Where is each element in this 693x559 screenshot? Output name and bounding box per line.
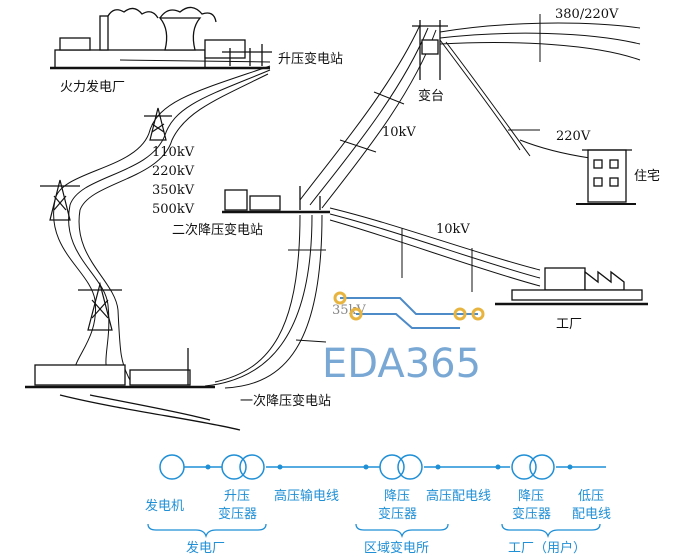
group-factory-label: 工厂（用户）: [508, 540, 586, 556]
voltage-380-220v: 380/220V: [555, 7, 619, 22]
voltage-220kv: 220kV: [152, 164, 195, 179]
flow-step-up-label-2: 变压器: [218, 506, 257, 522]
group-substation-label: 区域变电所: [364, 540, 429, 556]
factory-icon: [495, 267, 648, 306]
voltage-110kv: 110kV: [152, 145, 195, 160]
voltage-220v: 220V: [556, 129, 591, 144]
lines-35kv: [204, 214, 327, 389]
lattice-tower-1: [144, 107, 172, 141]
step-up-station-label: 升压变电站: [278, 51, 343, 67]
lattice-tower-3: [78, 281, 122, 331]
flow-step-up-label-1: 升压: [224, 489, 250, 504]
generator-symbol: [159, 454, 185, 480]
secondary-step-down-label: 二次降压变电站: [172, 222, 263, 238]
group-plant-label: 发电厂: [186, 540, 225, 556]
step-up-station-icon: [222, 44, 272, 66]
flow-hv-distribution-label: 高压配电线: [426, 488, 491, 504]
step-down-transformer-1-symbol: [379, 454, 423, 480]
flow-step-down-2-label-1: 降压: [518, 489, 544, 504]
lines-380-220v: [439, 14, 641, 159]
voltage-10kv-upper: 10kV: [382, 125, 416, 140]
residence-icon: [576, 149, 636, 205]
lines-10kv-mid: [329, 207, 541, 292]
voltage-10kv-mid: 10kV: [436, 222, 470, 237]
lines-10kv-upper: [299, 24, 437, 209]
lattice-tower-2: [40, 179, 80, 221]
factory-label: 工厂: [556, 317, 582, 332]
flow-step-down-2-label-2: 变压器: [512, 506, 551, 522]
voltage-350kv: 350kV: [152, 183, 195, 198]
step-down-transformer-2-symbol: [511, 454, 555, 480]
flow-nodes: [205, 464, 573, 470]
flow-step-down-1-label-1: 降压: [384, 489, 410, 504]
group-braces: [147, 523, 601, 539]
flow-generator-label: 发电机: [145, 498, 184, 514]
voltage-500kv: 500kV: [152, 202, 195, 217]
step-up-transformer-symbol: [221, 454, 265, 480]
residence-label: 住宅: [634, 169, 660, 184]
flow-lv-distribution-label-1: 低压: [578, 489, 604, 504]
flow-hv-transmission-label: 高压输电线: [274, 488, 339, 504]
flow-lv-distribution-label-2: 配电线: [572, 507, 611, 522]
thermal-plant-icon: [50, 6, 271, 70]
watermark-text: EDA365: [322, 341, 481, 387]
watermark-trace-icon: [333, 291, 485, 329]
secondary-step-down-station-icon: [222, 186, 330, 214]
thermal-plant-label: 火力发电厂: [60, 79, 125, 95]
primary-step-down-station-icon: [25, 348, 241, 431]
primary-step-down-label: 一次降压变电站: [240, 393, 331, 409]
substation-pole-label: 变台: [418, 88, 444, 104]
substation-pole-icon: [412, 20, 448, 80]
flow-step-down-1-label-2: 变压器: [378, 506, 417, 522]
